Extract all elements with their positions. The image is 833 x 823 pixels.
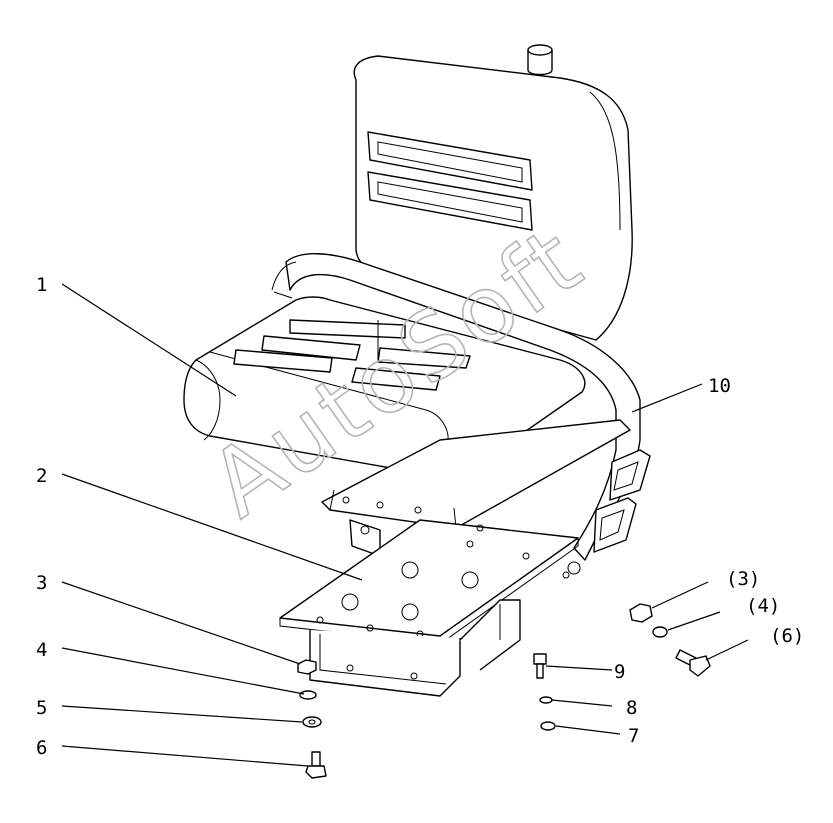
seat-backrest (353, 44, 633, 341)
upper-mounting-bracket (321, 419, 631, 557)
washer-7 (540, 721, 556, 731)
lower-bracket (309, 599, 521, 697)
callout-p6: (6) (770, 625, 804, 647)
seat-side-frame (271, 253, 641, 561)
base-plate (279, 519, 579, 645)
callout-8: 8 (626, 697, 637, 719)
callout-p4: (4) (746, 595, 780, 617)
callout-6: 6 (36, 737, 47, 759)
callout-9: 9 (614, 661, 625, 683)
nut-3 (297, 659, 317, 675)
callout-4: 4 (36, 639, 47, 661)
flat-washer-5 (302, 716, 322, 728)
callout-3: 3 (36, 572, 47, 594)
seat-cushion (183, 296, 586, 478)
callout-1: 1 (36, 274, 47, 296)
washer-p4 (652, 626, 668, 638)
leader-lines (61, 283, 749, 767)
adjustment-levers (562, 449, 651, 579)
nut-p3 (629, 603, 653, 623)
callout-p3: (3) (726, 568, 760, 590)
callout-10: 10 (708, 375, 731, 397)
bolt-9 (533, 653, 547, 665)
callout-2: 2 (36, 465, 47, 487)
hardware (297, 603, 711, 779)
callout-5: 5 (36, 697, 47, 719)
washer-8 (539, 696, 553, 704)
spring-washer-4 (299, 690, 317, 700)
bolt-6 (311, 751, 321, 767)
callout-7: 7 (628, 725, 639, 747)
callout-labels: 1 2 3 4 5 6 7 8 9 10 (3) (4) (6) (36, 274, 804, 759)
